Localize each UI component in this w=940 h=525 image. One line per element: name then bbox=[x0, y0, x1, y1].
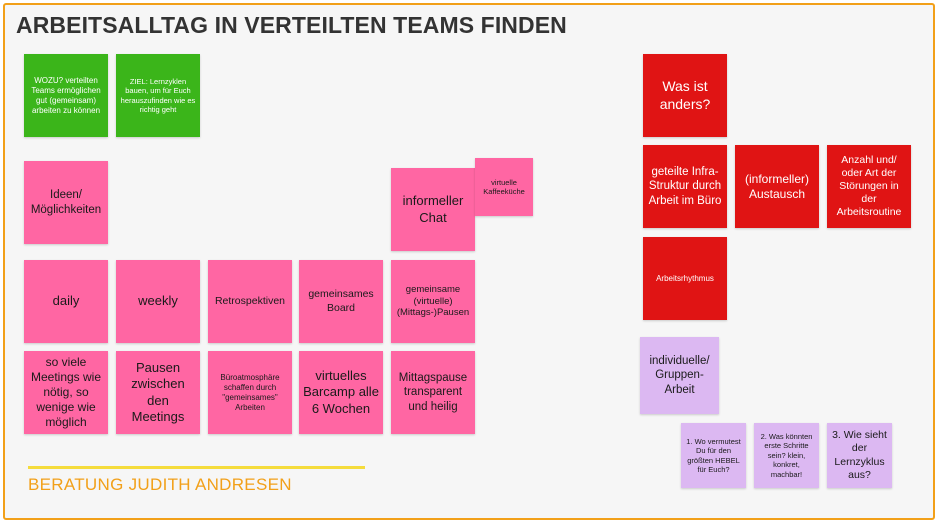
sticky-note-bueroatmosphaere[interactable]: Büroatmosphäre schaffen durch "gemeinsam… bbox=[208, 351, 292, 434]
sticky-note-text: Büroatmosphäre schaffen durch "gemeinsam… bbox=[220, 372, 280, 412]
sticky-note-anzahl-stoerungen[interactable]: Anzahl und/ oder Art der Störungen in de… bbox=[827, 145, 911, 228]
sticky-note-was-ist-anders[interactable]: Was ist anders? bbox=[643, 54, 727, 137]
sticky-note-text: 2. Was könnten erste Schritte sein? klei… bbox=[760, 432, 813, 479]
sticky-note-arbeitsrhythmus[interactable]: Arbeitsrhythmus bbox=[643, 237, 727, 320]
sticky-note-text: gemeinsame (virtuelle) (Mittags-)Pausen bbox=[396, 283, 470, 319]
sticky-note-text: daily bbox=[52, 293, 80, 309]
sticky-note-text: Was ist anders? bbox=[659, 78, 711, 112]
sticky-note-text: informeller Chat bbox=[402, 193, 464, 225]
sticky-note-text: Pausen zwischen den Meetings bbox=[131, 360, 185, 424]
sticky-note-frage-schritte[interactable]: 2. Was könnten erste Schritte sein? klei… bbox=[754, 423, 819, 488]
sticky-note-ideen[interactable]: Ideen/ Möglichkeiten bbox=[24, 161, 108, 244]
sticky-note-informeller-austausch[interactable]: (informeller) Austausch bbox=[735, 145, 819, 228]
sticky-note-individuelle-gruppen[interactable]: individuelle/ Gruppen-Arbeit bbox=[640, 337, 719, 414]
sticky-note-text: individuelle/ Gruppen-Arbeit bbox=[649, 354, 710, 396]
sticky-note-text: virtuelles Barcamp alle 6 Wochen bbox=[303, 368, 379, 416]
sticky-note-mittagspause[interactable]: Mittagspause transparent und heilig bbox=[391, 351, 475, 434]
sticky-note-virtuelles-barcamp[interactable]: virtuelles Barcamp alle 6 Wochen bbox=[299, 351, 383, 434]
sticky-note-informeller-chat[interactable]: informeller Chat bbox=[391, 168, 475, 251]
sticky-note-text: Arbeitsrhythmus bbox=[656, 273, 714, 283]
footer-author: BERATUNG JUDITH ANDRESEN bbox=[28, 475, 292, 494]
sticky-note-ziel[interactable]: ZIEL: Lernzyklen bauen, um für Euch hera… bbox=[116, 54, 200, 137]
sticky-note-text: 1. Wo vermutest Du für den größten HEBEL… bbox=[686, 436, 741, 474]
sticky-note-retrospektiven[interactable]: Retrospektiven bbox=[208, 260, 292, 343]
footer-divider bbox=[28, 466, 365, 469]
sticky-note-frage-lernzyklus[interactable]: 3. Wie sieht der Lernzyklus aus? bbox=[827, 423, 892, 488]
sticky-note-geteilte-infrastruktur[interactable]: geteilte Infra-Struktur durch Arbeit im … bbox=[643, 145, 727, 228]
sticky-note-text: Ideen/ Möglichkeiten bbox=[30, 189, 102, 216]
sticky-note-wozu[interactable]: WOZU? verteilten Teams ermöglichen gut (… bbox=[24, 54, 108, 137]
sticky-note-text: gemeinsames Board bbox=[308, 288, 374, 314]
sticky-note-gemeinsames-board[interactable]: gemeinsames Board bbox=[299, 260, 383, 343]
sticky-note-pausen-zwischen[interactable]: Pausen zwischen den Meetings bbox=[116, 351, 200, 434]
sticky-note-text: Retrospektiven bbox=[214, 294, 286, 307]
sticky-note-so-viele-meetings[interactable]: so viele Meetings wie nötig, so wenige w… bbox=[24, 351, 108, 434]
sticky-note-text: WOZU? verteilten Teams ermöglichen gut (… bbox=[31, 75, 101, 115]
sticky-note-virtuelle-kaffeekueche[interactable]: virtuelle Kaffeeküche bbox=[475, 158, 533, 216]
sticky-note-gemeinsame-pausen[interactable]: gemeinsame (virtuelle) (Mittags-)Pausen bbox=[391, 260, 475, 343]
sticky-note-text: so viele Meetings wie nötig, so wenige w… bbox=[30, 355, 102, 429]
sticky-note-text: geteilte Infra-Struktur durch Arbeit im … bbox=[648, 165, 722, 207]
sticky-note-text: Mittagspause transparent und heilig bbox=[398, 371, 468, 413]
sticky-note-text: Anzahl und/ oder Art der Störungen in de… bbox=[836, 153, 902, 219]
sticky-note-text: weekly bbox=[138, 293, 178, 309]
board-title: ARBEITSALLTAG IN VERTEILTEN TEAMS FINDEN bbox=[16, 12, 567, 38]
sticky-note-text: ZIEL: Lernzyklen bauen, um für Euch hera… bbox=[120, 76, 196, 114]
sticky-note-text: virtuelle Kaffeeküche bbox=[483, 177, 525, 196]
sticky-note-frage-hebel[interactable]: 1. Wo vermutest Du für den größten HEBEL… bbox=[681, 423, 746, 488]
sticky-note-daily[interactable]: daily bbox=[24, 260, 108, 343]
sticky-note-weekly[interactable]: weekly bbox=[116, 260, 200, 343]
sticky-note-text: 3. Wie sieht der Lernzyklus aus? bbox=[832, 429, 887, 481]
sticky-note-text: (informeller) Austausch bbox=[744, 171, 809, 201]
